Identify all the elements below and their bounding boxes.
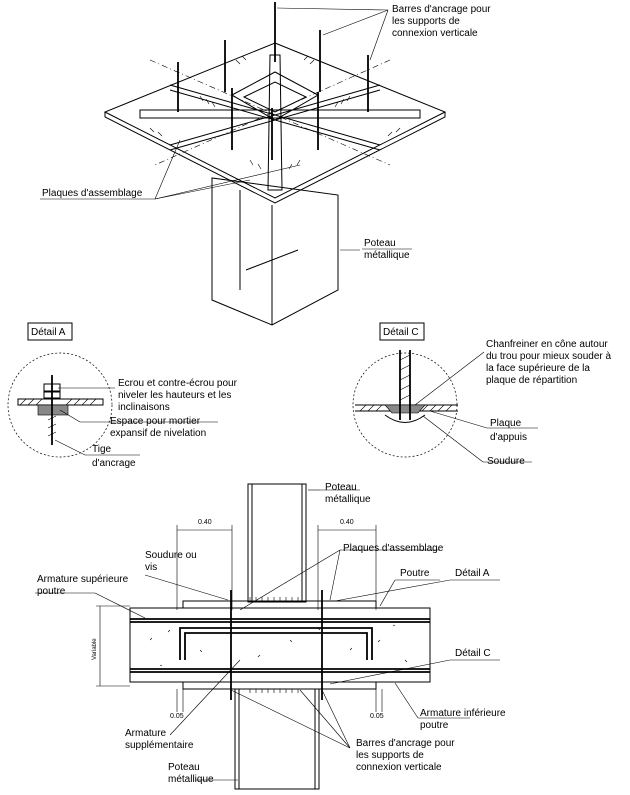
bearing-plate-label-1: Plaque <box>490 418 522 429</box>
beam-label: Poutre <box>400 568 430 579</box>
anchor-bars-top-label-1: Barres d'ancrage pour <box>392 4 491 15</box>
assembly-plates-iso <box>139 54 421 191</box>
bearing-plate-label-2: d'appuis <box>490 432 527 443</box>
steel-column-iso <box>211 177 339 326</box>
dim-040-left: 0.40 <box>198 519 212 526</box>
isometric-base-plate-view <box>40 2 447 326</box>
assembly-plates-top-label: Plaques d'assemblage <box>42 188 143 199</box>
anchor-bars-bottom-label-1: Barres d'ancrage pour <box>356 738 455 749</box>
variable-dim-label: Variable <box>92 638 98 660</box>
anchor-bars-top-label-3: connexion verticale <box>392 28 478 39</box>
weld-or-screw-label-1: Soudure ou <box>145 550 197 561</box>
detail-a <box>7 322 218 458</box>
dim-005-right: 0.05 <box>370 713 384 720</box>
detail-c-title-box <box>379 322 425 341</box>
weld-label: Soudure <box>487 456 525 467</box>
chamfer-label-1: Chanfreiner en cône autour <box>486 339 608 350</box>
base-plate <box>103 42 447 199</box>
anchor-bars-bottom-label-2: les supports de <box>356 750 424 761</box>
chamfer-label-3: la face supérieure de la <box>486 363 590 374</box>
steel-column-mid-label-1: Poteau <box>325 482 357 493</box>
top-reinforcement-label-1: Armature supérieure <box>37 574 129 585</box>
detail-a-ref-label: Détail A <box>455 568 490 579</box>
detail-c-ref-label: Détail C <box>455 648 491 659</box>
dim-040-right: 0.40 <box>340 519 354 526</box>
extra-reinforcement-label-1: Armature <box>125 728 167 739</box>
extra-reinforcement-label-2: supplémentaire <box>125 740 194 751</box>
mortar-label-1: Espace pour mortier <box>110 416 201 427</box>
section-view <box>35 483 500 790</box>
steel-column-bottom-label-2: métallique <box>168 774 214 785</box>
dim-005-left: 0.05 <box>170 713 184 720</box>
steel-column-top-label-1: Poteau <box>364 238 396 249</box>
steel-column-bottom-label-1: Poteau <box>168 762 200 773</box>
anchor-rod-label-1: Tige <box>92 444 112 455</box>
nut-label-2: niveler les hauteurs et les <box>118 390 231 401</box>
detail-a-title-box <box>27 322 73 341</box>
anchor-bars-bottom-label-3: connexion verticale <box>356 762 442 773</box>
nut-label-3: inclinaisons <box>118 402 170 413</box>
steel-column-upper <box>247 483 307 603</box>
detail-c-title: Détail C <box>383 327 419 338</box>
anchor-rod-label-2: d'ancrage <box>92 458 136 469</box>
anchor-bars-iso <box>177 2 369 160</box>
mortar-label-2: expansif de nivelation <box>110 428 206 439</box>
nut-label-1: Ecrou et contre-écrou pour <box>118 378 238 389</box>
weld-or-screw-label-2: vis <box>145 562 157 573</box>
steel-column-top-label-2: métallique <box>364 250 410 261</box>
bottom-reinforcement-label-1: Armature inférieure <box>420 708 506 719</box>
detail-c <box>352 322 538 463</box>
detail-a-title: Détail A <box>31 327 66 338</box>
bottom-reinforcement-label-2: poutre <box>420 720 449 731</box>
chamfer-label-2: du trou pour mieux souder à <box>486 351 612 362</box>
assembly-plates-mid-label: Plaques d'assemblage <box>343 543 444 554</box>
anchor-bars-top-label-2: les supports de <box>392 16 460 27</box>
chamfer-label-4: plaque de répartition <box>486 375 577 386</box>
steel-column-mid-label-2: métallique <box>325 494 371 505</box>
top-reinforcement-label-2: poutre <box>37 586 66 597</box>
steel-column-lower <box>234 688 320 790</box>
